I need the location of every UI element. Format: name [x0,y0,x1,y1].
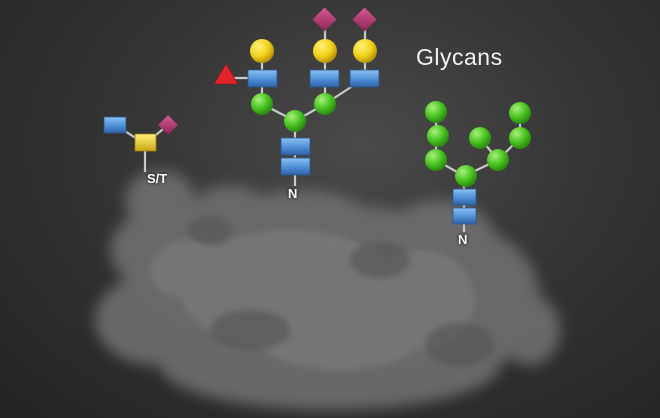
mannose-green-circle-hm-r2 [509,127,531,149]
fucose-red-triangle [213,63,239,85]
diagram-title: Glycans [416,44,503,70]
mannose-green-circle-hm-r1 [487,149,509,171]
glcnac-blue-square-mid [309,69,340,88]
mannose-green-circle-left [251,93,273,115]
mannose-green-circle-right [314,93,336,115]
galnac-yellow-square [134,133,157,152]
mannose-green-circle-hm-l2 [427,125,449,147]
sialic-acid-magenta-diamond [158,115,178,135]
o-linked-attachment-label: S/T [147,171,168,186]
core-glcnac-blue-square-b [452,188,477,206]
protein-surface [95,170,560,410]
mannose-green-circle-hm-l3 [425,101,447,123]
core-glcnac-blue-square-2 [280,137,311,156]
mannose-green-circle-hm-r3 [509,102,531,124]
galactose-yellow-circle-mid [313,39,337,63]
glcnac-blue-square [103,116,127,134]
glcnac-blue-square-left [247,69,278,88]
mannose-green-circle-hm-l1 [425,149,447,171]
complex-n-glycan [213,7,380,176]
mannose-green-circle-hm-core [455,165,477,187]
o-linked-glycan [103,115,178,152]
n-linked-attachment-label-complex: N [288,186,298,201]
n-linked-attachment-label-highmannose: N [458,232,468,247]
sialic-acid-magenta-diamond-2 [352,7,377,32]
sialic-acid-magenta-diamond-1 [312,7,337,32]
core-glcnac-blue-square-a [452,207,477,225]
galactose-yellow-circle-left [250,39,274,63]
galactose-yellow-circle-right [353,39,377,63]
core-glcnac-blue-square-1 [280,157,311,176]
high-mannose-n-glycan [425,101,531,225]
glcnac-blue-square-right [349,69,380,88]
mannose-green-circle-core [284,110,306,132]
mannose-green-circle-hm-m [469,127,491,149]
